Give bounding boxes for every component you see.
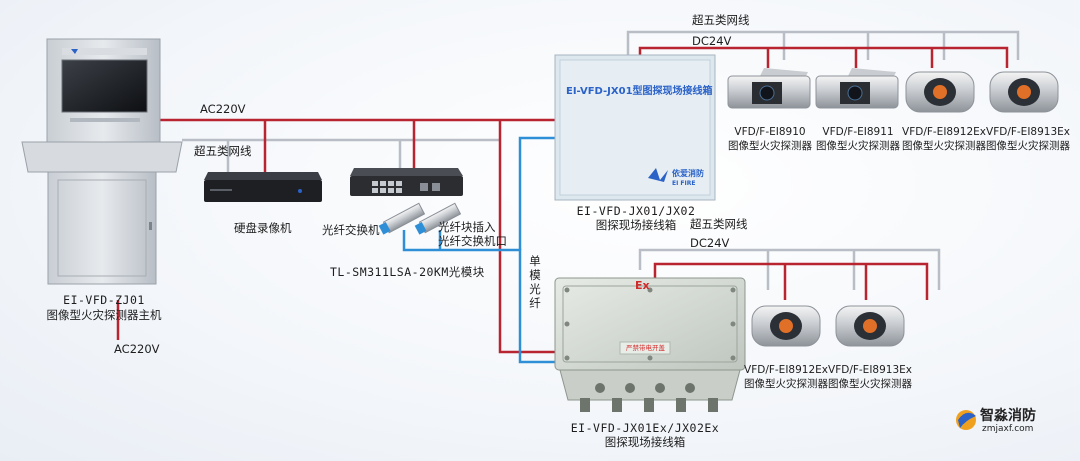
box-camera-1: [727, 68, 811, 109]
cam-top-4-model: VFD/F-EI8913Ex: [986, 126, 1070, 138]
box2-warning: 严禁带电开盖: [626, 344, 665, 352]
cam-top-1-model: VFD/F-EI8910: [734, 126, 806, 138]
watermark-logo-icon: [956, 410, 976, 430]
sfp-module-label: TL-SM311LSA-20KM光模块: [330, 265, 485, 279]
dc-bottom-label: DC24V: [690, 236, 730, 250]
ex-camera-top-1: [905, 71, 975, 113]
sfp-note-line1: 光纤块插入: [438, 220, 496, 234]
host-cabinet: [21, 38, 183, 285]
power-cables: [116, 46, 1009, 354]
cam-top-3-model: VFD/F-EI8912Ex: [902, 126, 986, 138]
cam-bottom-2-name: 图像型火灾探测器: [828, 378, 912, 390]
ex-camera-top-2: [989, 71, 1059, 113]
box1-name: 图探现场接线箱: [595, 218, 677, 232]
box2-ex-mark: Ex: [635, 279, 650, 292]
switch-device: [350, 168, 463, 196]
box1-brand-en: EI FIRE: [672, 180, 696, 187]
watermark-url: zmjaxf.com: [982, 424, 1034, 434]
fiber-cables: [402, 136, 555, 364]
box2-model: EI-VFD-JX01Ex/JX02Ex: [570, 421, 720, 435]
cam-bottom-1-model: VFD/F-EI8912Ex: [744, 364, 828, 376]
sfp-modules: [378, 202, 462, 235]
box1-title: EI-VFD-JX01型图探现场接线箱: [566, 86, 713, 97]
main-power-label: AC220V: [200, 102, 246, 116]
cam-top-3-name: 图像型火灾探测器: [902, 140, 986, 152]
sfp-note-line2: 光纤交换机口: [438, 234, 507, 248]
cam-top-4-name: 图像型火灾探测器: [986, 140, 1070, 152]
singlemode-fiber-label: 单模光纤: [529, 254, 541, 310]
junction-box-jx01: [554, 54, 716, 201]
dc-top-label: DC24V: [692, 34, 732, 48]
cat5-top-label: 超五类网线: [692, 13, 750, 27]
cam-bottom-1-name: 图像型火灾探测器: [744, 378, 828, 390]
box1-brand: 依爱消防: [672, 169, 704, 178]
ex-camera-bottom-2: [835, 305, 905, 347]
box1-model: EI-VFD-JX01/JX02: [576, 204, 696, 218]
junction-box-ex: [554, 277, 746, 412]
host-name: 图像型火灾探测器主机: [46, 308, 162, 322]
network-cables: [182, 30, 1020, 290]
cat5-left-label: 超五类网线: [194, 144, 252, 158]
nvr-label: 硬盘录像机: [234, 221, 292, 235]
cat5-bottom-label: 超五类网线: [690, 217, 748, 231]
cam-bottom-2-model: VFD/F-EI8913Ex: [828, 364, 912, 376]
box-camera-2: [815, 68, 899, 109]
host-power-label: AC220V: [114, 342, 160, 356]
cam-top-1-name: 图像型火灾探测器: [728, 140, 812, 152]
box2-name: 图探现场接线箱: [604, 435, 686, 449]
switch-label: 光纤交换机: [322, 223, 380, 237]
cam-top-2-name: 图像型火灾探测器: [816, 140, 900, 152]
watermark-name: 智淼消防: [980, 408, 1036, 424]
cam-top-2-model: VFD/F-EI8911: [822, 126, 894, 138]
host-model: EI-VFD-ZJ01: [63, 293, 145, 307]
ex-camera-bottom-1: [751, 305, 821, 347]
nvr-device: [204, 172, 322, 202]
